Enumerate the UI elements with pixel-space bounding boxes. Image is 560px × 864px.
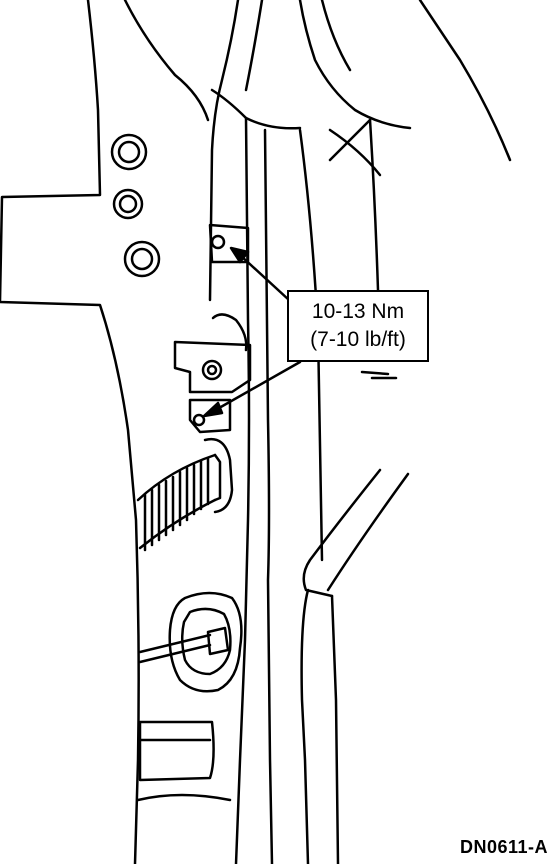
figure-code: DN0611-A xyxy=(459,837,548,857)
torque-imperial-label: (7-10 lb/ft) xyxy=(310,328,406,351)
outer-panel xyxy=(300,468,410,864)
mid-bolt xyxy=(201,359,223,381)
hinge-bracket xyxy=(173,223,252,514)
torque-spec-callout: 10-13 Nm (7-10 lb/ft) xyxy=(287,290,429,362)
grommet-top xyxy=(110,133,148,171)
door-check xyxy=(138,591,243,693)
grommet-bottom xyxy=(123,240,161,278)
grommet-middle xyxy=(112,188,144,220)
lower-bolt-head xyxy=(192,413,206,427)
lower-sill xyxy=(136,720,232,802)
inner-panel xyxy=(0,0,210,864)
wiring-harness xyxy=(136,453,222,552)
door-pillar xyxy=(208,0,512,864)
torque-metric-label: 10-13 Nm xyxy=(311,300,405,323)
callout-leaders xyxy=(202,246,398,418)
upper-bolt-head xyxy=(210,234,226,250)
